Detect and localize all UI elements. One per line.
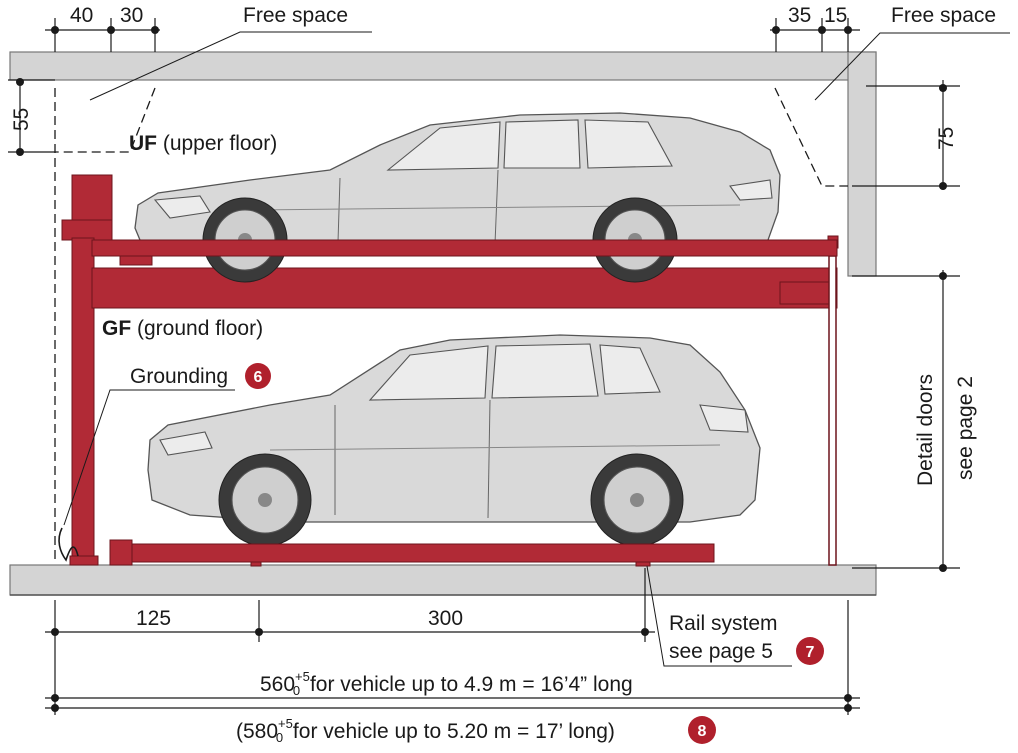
free-space-right-clearance — [774, 87, 848, 187]
grounding-leader — [63, 389, 235, 526]
left-column — [71, 237, 95, 564]
rail-foot-2 — [635, 561, 651, 567]
rail-leader — [646, 565, 792, 667]
upper-platform-overlay — [91, 239, 838, 257]
floor-slab — [9, 564, 877, 596]
column-foot — [69, 555, 99, 566]
grounding-cable — [58, 527, 79, 562]
rail-end-block — [109, 539, 133, 566]
upper-window-mid — [503, 119, 581, 169]
free-space-right-label: Free space — [891, 4, 996, 27]
right-post — [828, 255, 837, 566]
ground-floor-car — [131, 334, 761, 563]
dim-bottom-a: 125 — [136, 607, 171, 630]
top-right-dimension — [770, 18, 860, 52]
column-bracket — [61, 219, 113, 241]
upper-platform-beam — [91, 267, 838, 309]
long-vehicle-badge — [688, 716, 716, 744]
free-space-left-label: Free space — [243, 4, 348, 27]
dim-left-height: 55 — [10, 108, 33, 131]
lower-headlight — [159, 431, 213, 456]
rail-badge-number: 7 — [806, 644, 815, 661]
grounding-badge — [245, 363, 271, 389]
rail-foot-1 — [250, 561, 262, 567]
lower-platform-overlay — [131, 543, 715, 563]
dim-right-height: 75 — [935, 127, 958, 150]
free-space-right-leader — [814, 32, 1010, 101]
bottom-dimension-line-1 — [45, 568, 655, 715]
lower-window-rear — [599, 344, 661, 395]
grounding-badge-number: 6 — [254, 369, 263, 386]
upper-floor-label: UF (upper floor) — [129, 132, 277, 155]
right-height-dimension — [852, 80, 960, 190]
top-left-dimension — [45, 18, 160, 52]
dim-top-left-a: 40 — [70, 4, 93, 27]
left-height-dimension — [8, 78, 55, 156]
rail-badge — [796, 637, 824, 665]
dim-bottom-b: 300 — [428, 607, 463, 630]
ground-floor-label: GF (ground floor) — [102, 317, 263, 340]
rail-system-page-label: see page 5 — [669, 640, 773, 663]
free-space-left-clearance — [54, 87, 156, 560]
upper-window-rear — [584, 119, 673, 169]
lower-window-front — [368, 345, 489, 401]
lower-taillight — [699, 404, 749, 433]
rail-system-label: Rail system — [669, 612, 778, 635]
door-detail-dimension — [852, 270, 960, 572]
grounding-label: Grounding — [130, 365, 228, 388]
platform-lug-left — [119, 255, 153, 266]
upper-headlight — [153, 195, 211, 219]
dim-top-right-a: 35 — [788, 4, 811, 27]
upper-window-front — [386, 121, 501, 171]
bottom-dimension-line-3 — [45, 704, 860, 712]
detail-doors-page-label: see page 2 — [954, 376, 977, 480]
long-vehicle-badge-number: 8 — [698, 723, 707, 740]
ceiling-wall — [9, 51, 877, 277]
platform-end-block — [779, 281, 836, 305]
lower-window-mid — [491, 343, 599, 399]
upper-floor-car — [91, 112, 838, 283]
upper-taillight — [729, 179, 773, 201]
dim-top-left-b: 30 — [120, 4, 143, 27]
free-space-left-leader — [89, 31, 372, 101]
detail-doors-label: Detail doors — [914, 374, 937, 486]
bottom-dimension-line-2 — [45, 600, 860, 715]
dim-top-right-b: 15 — [824, 4, 847, 27]
